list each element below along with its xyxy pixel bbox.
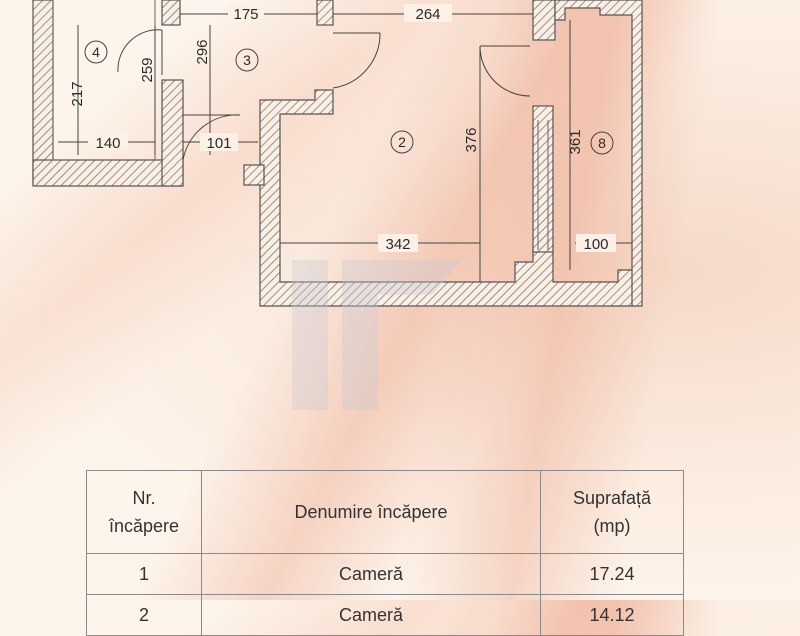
dim-259: 259 <box>139 57 156 82</box>
cell-area: 17.24 <box>540 553 684 595</box>
dim-101: 101 <box>206 135 231 152</box>
room-number-3: 3 <box>243 52 251 68</box>
dim-175: 175 <box>233 6 258 23</box>
header-room-name: Denumire încăpere <box>201 470 541 554</box>
cell-room-name: Cameră <box>201 553 541 595</box>
dim-140: 140 <box>95 135 120 152</box>
floor-plan: 175 264 217 259 296 140 101 376 361 342 … <box>32 0 643 307</box>
cell-room-number: 2 <box>86 594 202 636</box>
dim-217: 217 <box>69 81 86 106</box>
dim-264: 264 <box>415 6 440 23</box>
table-row: 2 Cameră 14.12 <box>86 594 684 636</box>
watermark-logo <box>292 260 462 410</box>
table-header-row: Nr. încăpere Denumire încăpere Suprafață… <box>86 470 684 554</box>
dim-100: 100 <box>583 236 608 253</box>
room-number-8: 8 <box>598 135 606 151</box>
header-room-number: Nr. încăpere <box>86 470 202 554</box>
dim-296: 296 <box>194 39 211 64</box>
dim-361: 361 <box>567 129 584 154</box>
room-number-4: 4 <box>92 44 100 60</box>
header-area: Suprafață (mp) <box>540 470 684 554</box>
room-number-2: 2 <box>398 134 406 150</box>
rooms-table: Nr. încăpere Denumire încăpere Suprafață… <box>86 470 684 636</box>
dim-376: 376 <box>463 127 480 152</box>
cell-room-name: Cameră <box>201 594 541 636</box>
cell-area: 14.12 <box>540 594 684 636</box>
table-row: 1 Cameră 17.24 <box>86 553 684 595</box>
dim-342: 342 <box>385 236 410 253</box>
cell-room-number: 1 <box>86 553 202 595</box>
